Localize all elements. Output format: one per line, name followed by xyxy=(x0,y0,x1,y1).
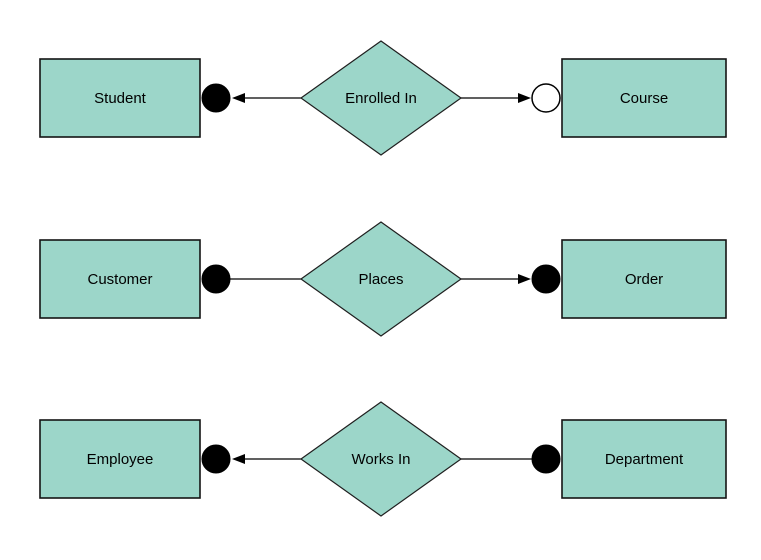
filled-circle-terminator xyxy=(531,444,561,474)
filled-circle-terminator xyxy=(531,264,561,294)
relationship-label-works-in: Works In xyxy=(352,451,411,468)
arrowhead-right xyxy=(518,93,531,103)
entity-box-employee xyxy=(39,419,201,499)
filled-circle-terminator xyxy=(201,264,231,294)
entity-label-student: Student xyxy=(94,90,147,107)
relationship-row-customer-order: Customer Places Order xyxy=(39,221,727,337)
entity-box-customer xyxy=(39,239,201,319)
arrowhead-left xyxy=(232,454,245,464)
entity-box-order xyxy=(561,239,727,319)
entity-label-department: Department xyxy=(605,451,684,468)
relationship-row-student-course: Student Enrolled In Course xyxy=(39,40,727,156)
entity-label-course: Course xyxy=(620,90,668,107)
open-circle-terminator xyxy=(531,83,561,113)
entity-label-customer: Customer xyxy=(87,271,152,288)
entity-box-department xyxy=(561,419,727,499)
relationship-label-places: Places xyxy=(358,271,403,288)
arrowhead-right xyxy=(518,274,531,284)
filled-circle-terminator xyxy=(201,444,231,474)
entity-box-student xyxy=(39,58,201,138)
entity-box-course xyxy=(561,58,727,138)
relationship-label-enrolled-in: Enrolled In xyxy=(345,90,417,107)
arrowhead-left xyxy=(232,93,245,103)
entity-label-employee: Employee xyxy=(87,451,154,468)
filled-circle-terminator xyxy=(201,83,231,113)
entity-label-order: Order xyxy=(625,271,663,288)
relationship-row-employee-department: Employee Works In Department xyxy=(39,401,727,517)
